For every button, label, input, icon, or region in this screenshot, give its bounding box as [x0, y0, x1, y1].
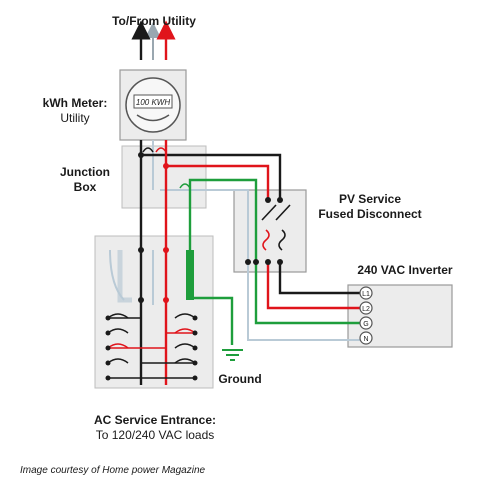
- meter-display-text: 100 KWH: [136, 98, 170, 107]
- panel-terminals: [105, 152, 198, 381]
- meter-dial-arc: [136, 114, 170, 122]
- main-breaker-ghost: [117, 250, 132, 303]
- utility-label: To/From Utility: [112, 14, 196, 28]
- junction-label-line1: Junction: [60, 165, 110, 179]
- neutral-bus-bar: [186, 250, 194, 300]
- red-hot-conductor: [156, 20, 362, 385]
- junction-label-line2: Box: [73, 180, 97, 194]
- inverter-terminals: L1 L2 G N: [359, 286, 373, 345]
- pv-disconnect-label-line1: PV Service: [338, 192, 402, 206]
- ground-label: Ground: [218, 372, 262, 386]
- terminal-n: N: [363, 336, 368, 343]
- terminal-l2: L2: [362, 306, 370, 313]
- junction-coils: [142, 147, 191, 189]
- inverter-label: 240 VAC Inverter: [357, 263, 453, 277]
- pv-disconnect-box: [233, 189, 307, 273]
- image-credit: Image courtesy of Home power Magazine: [20, 465, 206, 476]
- fused-disconnect-switches: [261, 204, 291, 251]
- service-entrance-label-line1: AC Service Entrance:: [93, 413, 217, 427]
- disconnect-terminals: [245, 197, 283, 265]
- service-entrance-label-line2: To 120/240 VAC loads: [95, 428, 215, 442]
- terminal-g: G: [363, 321, 368, 328]
- pv-disconnect-label-line2: Fused Disconnect: [318, 207, 422, 221]
- terminal-l1: L1: [362, 291, 370, 298]
- meter-display-window: [133, 94, 173, 109]
- green-ground-conductor: [188, 178, 362, 361]
- junction-box: [121, 145, 207, 209]
- meter-sublabel: Utility: [60, 111, 90, 125]
- meter-label: kWh Meter:: [42, 96, 108, 110]
